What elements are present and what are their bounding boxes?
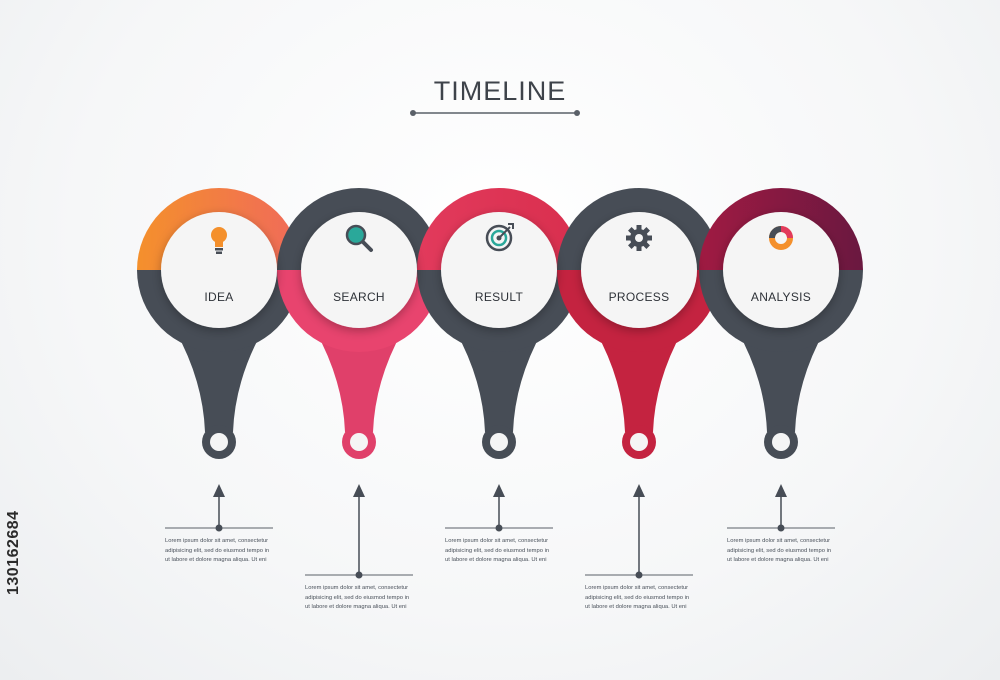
stem-hole [772,433,790,451]
step-disc [581,212,697,328]
lightbulb-icon [211,227,227,254]
step-disc [301,212,417,328]
inner-disc [441,212,557,328]
description-line: Lorem ipsum dolor sit amet, consectetur [727,538,831,544]
inner-disc [581,212,697,328]
step-label-idea: IDEA [204,290,234,304]
description-line: Lorem ipsum dolor sit amet, consectetur [305,585,409,591]
description-line: adipisicing elit, sed do eiusmod tempo i… [727,547,832,554]
step-disc [441,212,557,328]
description-line: ut labore et dolore magna aliqua. Ut eni [727,557,829,564]
target-icon [485,223,514,252]
description-line: adipisicing elit, sed do eiusmod tempo i… [305,594,410,601]
step-stem [595,330,683,432]
gear-icon [626,225,652,251]
title-underline [410,110,580,116]
page-title: TIMELINE [433,76,567,106]
stem-hole [630,433,648,451]
inner-disc [161,212,277,328]
description-line: ut labore et dolore magna aliqua. Ut eni [445,557,547,564]
step-disc [161,212,277,328]
magnifier-icon [345,224,373,252]
step-description: Lorem ipsum dolor sit amet, consectetur a… [445,537,555,566]
description-line: Lorem ipsum dolor sit amet, consectetur [165,538,269,544]
step-label-analysis: ANALYSIS [750,290,812,304]
description-line: ut labore et dolore magna aliqua. Ut eni [305,604,407,611]
description-line: Lorem ipsum dolor sit amet, consectetur [445,538,549,544]
description-line: ut labore et dolore magna aliqua. Ut eni [585,604,687,611]
step-description: Lorem ipsum dolor sit amet, consectetur a… [305,584,415,613]
step-disc [723,212,839,328]
description-line: Lorem ipsum dolor sit amet, consectetur [585,585,689,591]
pointer-2 [305,484,413,579]
step-description: Lorem ipsum dolor sit amet, consectetur a… [585,584,695,613]
inner-disc [301,212,417,328]
pointer-3 [445,484,553,532]
step-stem [175,330,263,432]
pointer-1 [165,484,273,532]
donut-chart-icon [769,226,793,250]
description-line: adipisicing elit, sed do eiusmod tempo i… [585,594,690,601]
stock-id-watermark: 130162684 [5,510,22,595]
step-label-result: RESULT [474,290,524,304]
step-label-search: SEARCH [333,290,385,304]
stem-hole [210,433,228,451]
step-stem [737,330,825,432]
description-line: adipisicing elit, sed do eiusmod tempo i… [445,547,550,554]
pointer-5 [727,484,835,532]
step-stem [315,330,403,432]
stem-hole [490,433,508,451]
step-description: Lorem ipsum dolor sit amet, consectetur a… [165,537,275,566]
inner-disc [723,212,839,328]
step-label-process: PROCESS [608,290,670,304]
step-description: Lorem ipsum dolor sit amet, consectetur a… [727,537,837,566]
description-line: ut labore et dolore magna aliqua. Ut eni [165,557,267,564]
description-line: adipisicing elit, sed do eiusmod tempo i… [165,547,270,554]
pointer-4 [585,484,693,579]
step-stem [455,330,543,432]
stem-hole [350,433,368,451]
